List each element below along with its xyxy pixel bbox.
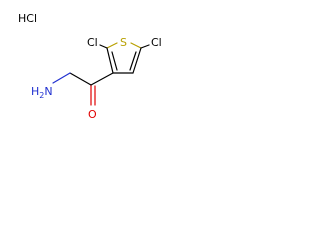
bond-c5-c4-inner xyxy=(129,51,137,71)
oxygen-atom: O xyxy=(88,108,97,121)
bond-c5-c4 xyxy=(132,47,142,74)
bond-c2-cl xyxy=(99,44,108,49)
sulfur-atom: S xyxy=(120,36,127,49)
chlorine-left-atom: Cl xyxy=(87,36,98,49)
bond-c2-s xyxy=(106,42,118,49)
bond-c5-cl xyxy=(140,44,150,49)
chlorine-right-atom: Cl xyxy=(151,36,162,49)
bond-c3-carbonyl xyxy=(90,72,114,86)
bond-c3-c2 xyxy=(106,47,114,74)
bond-s-c5 xyxy=(130,42,142,49)
chemical-structure: HCl S Cl Cl O H2N xyxy=(18,12,162,121)
bond-c3-c2-inner xyxy=(111,51,118,71)
salt-label: HCl xyxy=(18,12,37,25)
bond-carbonyl-ch2 xyxy=(69,72,92,86)
bond-ch2-n xyxy=(52,72,71,84)
amine-atom: H2N xyxy=(31,85,53,100)
